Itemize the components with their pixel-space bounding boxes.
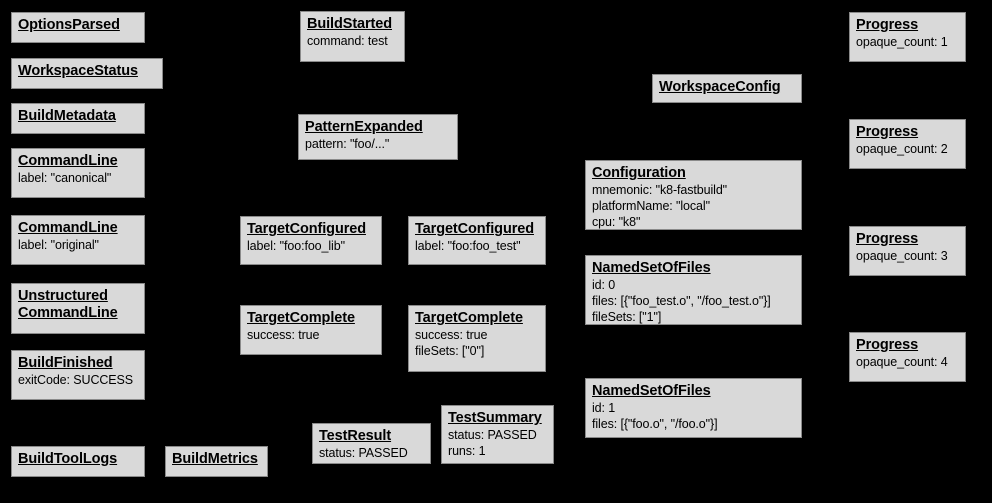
event-node-title: TargetComplete (415, 310, 523, 326)
event-node-fields: label: "foo:foo_test" (415, 239, 539, 255)
event-node-build-started[interactable]: BuildStarted command: test (300, 11, 405, 62)
event-node-title: TargetConfigured (247, 221, 366, 237)
event-node-title: Progress (856, 124, 919, 140)
event-node-field: platformName: "local" (592, 198, 710, 213)
event-node-command-line-canonical[interactable]: CommandLine label: "canonical" (11, 148, 145, 198)
event-node-title: BuildMetadata (18, 108, 116, 124)
event-node-fields: command: test (307, 34, 398, 50)
event-node-title: Configuration (592, 165, 686, 181)
event-node-fields: label: "foo:foo_lib" (247, 239, 375, 255)
event-node-title: PatternExpanded (305, 119, 423, 135)
event-node-title: OptionsParsed (18, 17, 120, 33)
event-node-title: TestSummary (448, 410, 542, 426)
event-node-field: files: [{"foo_test.o", "/foo_test.o"}] (592, 293, 771, 308)
event-node-field: status: PASSED (448, 428, 537, 443)
event-node-field: status: PASSED (319, 446, 408, 461)
event-node-test-result[interactable]: TestResult status: PASSED (312, 423, 431, 464)
event-node-fields: opaque_count: 1 (856, 35, 959, 51)
event-node-field: mnemonic: "k8-fastbuild" (592, 183, 728, 198)
event-node-field: label: "foo:foo_test" (415, 239, 521, 254)
event-node-title: NamedSetOfFiles (592, 383, 711, 399)
event-node-progress-1[interactable]: Progress opaque_count: 1 (849, 12, 966, 62)
event-node-fields: mnemonic: "k8-fastbuild"platformName: "l… (592, 183, 795, 231)
event-node-field: opaque_count: 1 (856, 35, 948, 50)
event-node-field: id: 1 (592, 401, 616, 416)
event-node-field: opaque_count: 3 (856, 249, 948, 264)
event-node-field: opaque_count: 2 (856, 142, 948, 157)
event-node-field: runs: 1 (448, 443, 486, 458)
event-node-field: fileSets: ["0"] (415, 343, 485, 358)
event-node-title: CommandLine (18, 153, 118, 169)
event-node-title: NamedSetOfFiles (592, 260, 711, 276)
event-node-command-line-original[interactable]: CommandLine label: "original" (11, 215, 145, 265)
event-node-build-metadata[interactable]: BuildMetadata (11, 103, 145, 134)
event-node-fields: status: PASSED (319, 446, 424, 462)
event-node-unstructured-command-line[interactable]: Unstructured CommandLine (11, 283, 145, 334)
event-node-target-configured-foo-test[interactable]: TargetConfigured label: "foo:foo_test" (408, 216, 546, 265)
event-node-title: BuildMetrics (172, 451, 258, 467)
event-node-fields: opaque_count: 2 (856, 142, 959, 158)
event-node-title: BuildToolLogs (18, 451, 118, 467)
event-node-fields: pattern: "foo/..." (305, 137, 451, 153)
event-node-title: BuildFinished (18, 355, 113, 371)
event-node-target-complete-foo-lib[interactable]: TargetComplete success: true (240, 305, 382, 355)
event-node-field: pattern: "foo/..." (305, 137, 390, 152)
event-node-field: id: 0 (592, 278, 616, 293)
event-node-workspace-config[interactable]: WorkspaceConfig (652, 74, 802, 103)
event-node-field: label: "canonical" (18, 171, 112, 186)
event-node-title: Progress (856, 337, 919, 353)
event-node-field: success: true (415, 328, 488, 343)
event-node-title: Progress (856, 17, 919, 33)
event-node-options-parsed[interactable]: OptionsParsed (11, 12, 145, 43)
event-node-title: TestResult (319, 428, 392, 444)
event-node-fields: label: "original" (18, 238, 138, 254)
event-node-title: WorkspaceStatus (18, 63, 138, 79)
event-node-workspace-status[interactable]: WorkspaceStatus (11, 58, 163, 89)
event-node-fields: success: true (247, 328, 375, 344)
event-node-field: success: true (247, 328, 320, 343)
event-node-field: exitCode: SUCCESS (18, 373, 134, 388)
event-node-title: Unstructured CommandLine (18, 288, 118, 322)
event-node-title: BuildStarted (307, 16, 393, 32)
event-node-title: TargetConfigured (415, 221, 534, 237)
event-node-configuration[interactable]: Configuration mnemonic: "k8-fastbuild"pla… (585, 160, 802, 230)
event-node-field: command: test (307, 34, 388, 49)
event-node-title: Progress (856, 231, 919, 247)
event-node-target-configured-foo-lib[interactable]: TargetConfigured label: "foo:foo_lib" (240, 216, 382, 265)
event-node-fields: opaque_count: 4 (856, 355, 959, 371)
event-node-field: cpu: "k8" (592, 214, 641, 229)
event-node-fields: opaque_count: 3 (856, 249, 959, 265)
event-node-field: opaque_count: 4 (856, 355, 948, 370)
event-node-fields: exitCode: SUCCESS (18, 373, 138, 389)
event-node-progress-4[interactable]: Progress opaque_count: 4 (849, 332, 966, 382)
event-node-title: TargetComplete (247, 310, 355, 326)
event-node-build-metrics[interactable]: BuildMetrics (165, 446, 268, 477)
event-node-field: files: [{"foo.o", "/foo.o"}] (592, 416, 718, 431)
event-node-field: label: "foo:foo_lib" (247, 239, 345, 254)
event-node-title: CommandLine (18, 220, 118, 236)
event-node-fields: label: "canonical" (18, 171, 138, 187)
event-node-build-tool-logs[interactable]: BuildToolLogs (11, 446, 145, 477)
event-node-field: fileSets: ["1"] (592, 309, 662, 324)
event-node-title: WorkspaceConfig (659, 79, 781, 95)
event-node-pattern-expanded[interactable]: PatternExpanded pattern: "foo/..." (298, 114, 458, 160)
event-node-progress-2[interactable]: Progress opaque_count: 2 (849, 119, 966, 169)
event-node-build-finished[interactable]: BuildFinished exitCode: SUCCESS (11, 350, 145, 400)
event-node-progress-3[interactable]: Progress opaque_count: 3 (849, 226, 966, 276)
event-node-field: label: "original" (18, 238, 99, 253)
